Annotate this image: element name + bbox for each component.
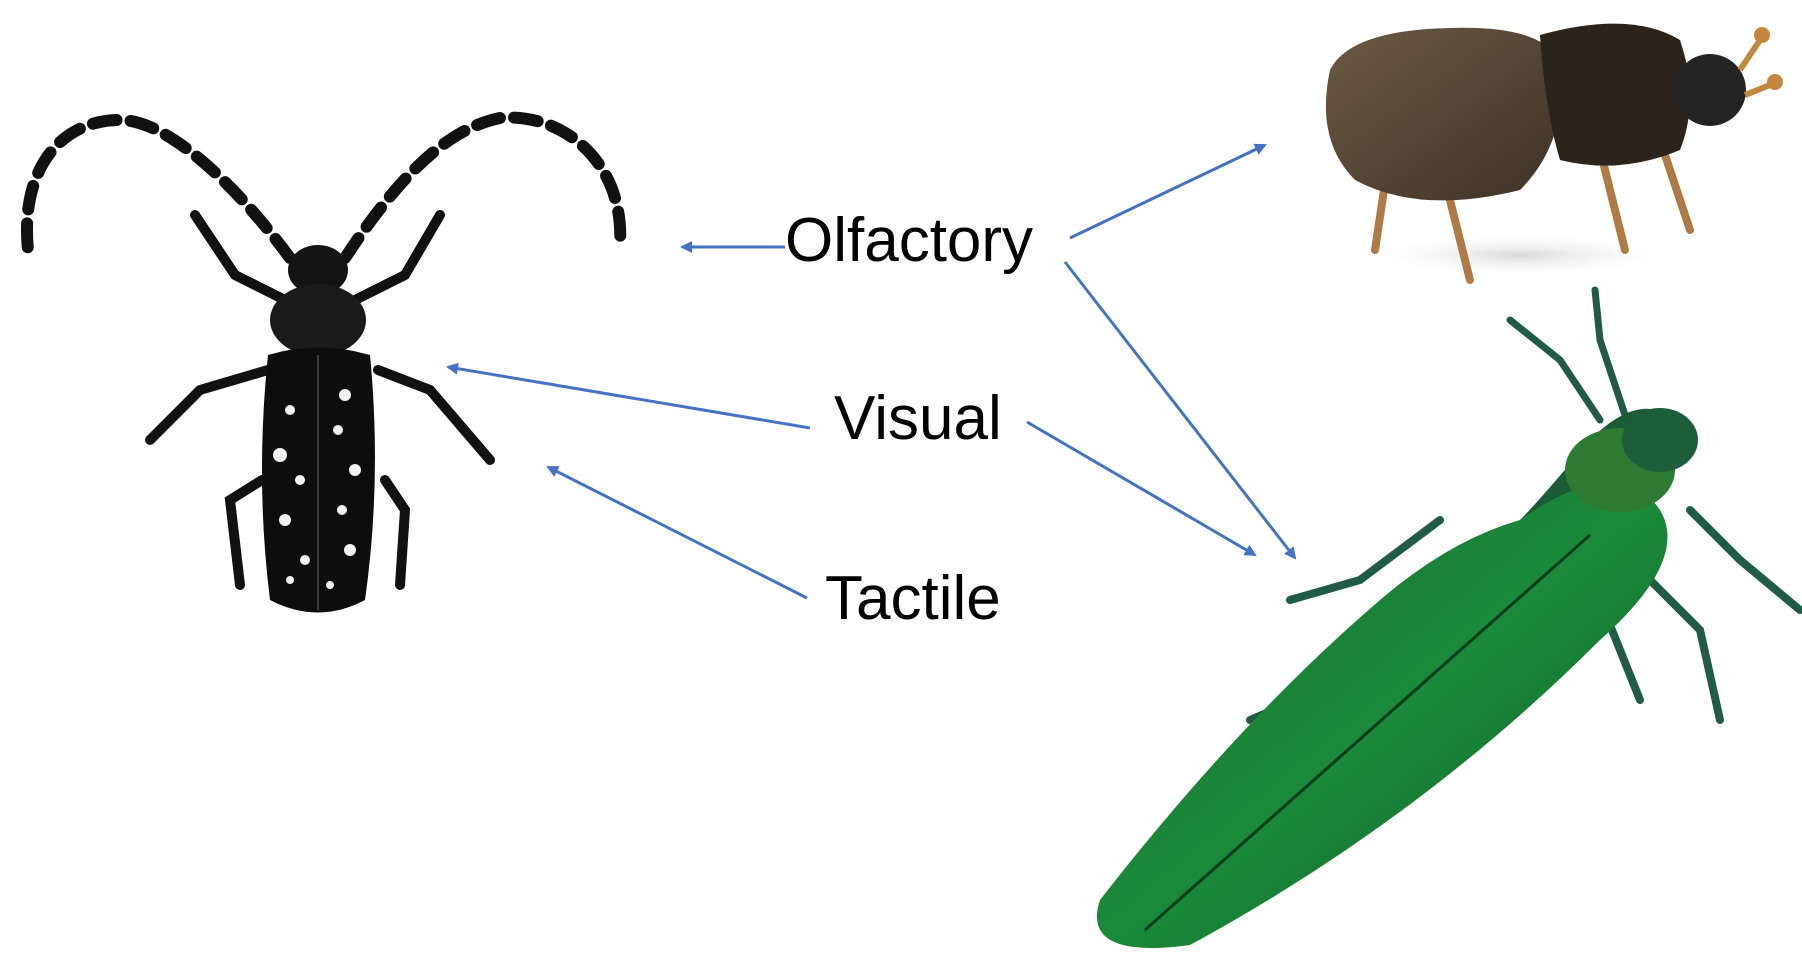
emerald-ash-borer-image xyxy=(1097,290,1800,948)
bark-beetle-image xyxy=(1326,24,1783,280)
visual-label: Visual xyxy=(834,388,1002,450)
arrow-tactile-to-longhorn xyxy=(548,467,807,598)
olfactory-label: Olfactory xyxy=(785,210,1033,272)
arrow-visual-to-green-beetle xyxy=(1027,422,1255,555)
arrow-visual-to-longhorn xyxy=(448,367,810,428)
longhorn-beetle-image xyxy=(27,117,620,612)
tactile-label: Tactile xyxy=(825,568,1001,630)
arrow-olfactory-to-bark-beetle xyxy=(1070,145,1265,238)
arrow-olfactory-to-green-beetle xyxy=(1065,262,1295,558)
